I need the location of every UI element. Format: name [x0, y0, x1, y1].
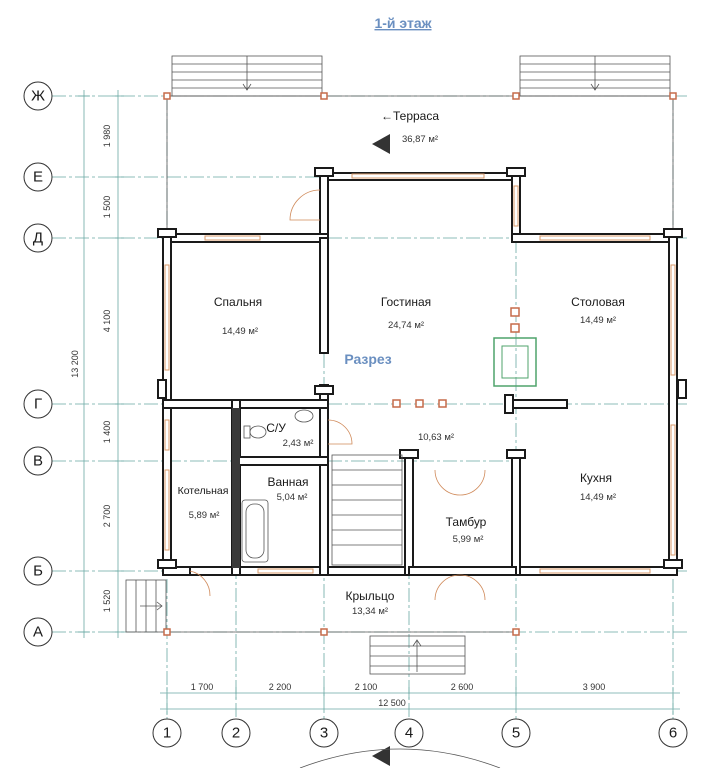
room-area-dining: 14,49 м²	[580, 315, 616, 326]
porch-outline	[163, 628, 520, 636]
row-dim-4: 1 400	[102, 421, 112, 444]
row-dim-5: 2 700	[102, 505, 112, 528]
row-dim-3: 4 100	[102, 310, 112, 333]
bottom-dimension-chain: 1 700 2 200 2 100 2 600 3 900 12 500	[160, 682, 680, 715]
room-name-bedroom: Спальня	[214, 295, 262, 309]
room-name-porch: Крыльцо	[346, 589, 395, 603]
col-axis-2: 2	[232, 725, 240, 742]
stove	[392, 307, 537, 408]
plan-title: 1-й этаж	[374, 15, 432, 31]
room-area-bath: 5,04 м²	[277, 492, 308, 503]
room-area-porch: 13,34 м²	[352, 606, 388, 617]
room-name-living: Гостиная	[381, 295, 431, 309]
room-area-vestibule: 5,99 м²	[453, 534, 484, 545]
row-axis-e: Е	[33, 169, 43, 186]
row-axis-zh: Ж	[31, 88, 45, 105]
col-dim-5: 3 900	[583, 682, 606, 692]
wc-fixtures	[243, 409, 314, 439]
room-area-wc: 2,43 м²	[283, 438, 314, 449]
row-axis-b: Б	[33, 563, 43, 580]
col-axis-3: 3	[320, 725, 328, 742]
room-name-kitchen: Кухня	[580, 471, 612, 485]
left-dimension-chain: 1 980 1 500 4 100 1 400 2 700 1 520 13 2…	[70, 90, 124, 638]
row-axis-d: Д	[33, 230, 43, 247]
partition-dark	[232, 408, 240, 568]
log-crosses	[157, 167, 687, 569]
row-axis-g: Г	[34, 396, 42, 413]
col-axis-4: 4	[405, 725, 413, 742]
room-area-terrace: 36,87 м²	[402, 134, 438, 145]
terrace-outline	[163, 92, 677, 238]
terrace-steps-right	[519, 55, 671, 97]
windows	[164, 173, 676, 574]
room-area-kitchen: 14,49 м²	[580, 492, 616, 503]
row-axis-bubbles: Ж Е Д Г В Б А	[23, 81, 53, 647]
porch-steps	[369, 635, 466, 675]
col-dim-2: 2 200	[269, 682, 292, 692]
col-dim-3: 2 100	[355, 682, 378, 692]
room-name-vestibule: Тамбур	[446, 515, 487, 529]
room-area-bedroom: 14,49 м²	[222, 326, 258, 337]
room-name-boiler: Котельная	[178, 485, 229, 497]
col-axis-bubbles: 1 2 3 4 5 6	[152, 718, 688, 748]
room-name-bath: Ванная	[267, 475, 308, 489]
side-steps	[125, 579, 167, 633]
hall-stair	[331, 454, 403, 566]
bathtub	[241, 499, 269, 563]
section-arc	[299, 748, 501, 768]
row-dim-1: 1 980	[102, 125, 112, 148]
room-name-wc: С/У	[266, 421, 286, 435]
room-name-terrace: ←Терраса	[381, 109, 439, 123]
room-area-hall: 10,63 м²	[418, 432, 454, 443]
room-name-dining: Столовая	[571, 295, 625, 309]
col-axis-6: 6	[669, 725, 677, 742]
col-dim-1: 1 700	[191, 682, 214, 692]
room-area-living: 24,74 м²	[388, 320, 424, 331]
col-axis-1: 1	[163, 725, 171, 742]
total-col-dim: 12 500	[378, 698, 406, 708]
col-dim-4: 2 600	[451, 682, 474, 692]
total-row-dim: 13 200	[70, 350, 80, 378]
col-axis-5: 5	[512, 725, 520, 742]
row-dim-6: 1 520	[102, 590, 112, 613]
doors	[189, 189, 486, 601]
section-arrow-bottom	[372, 746, 390, 766]
room-area-boiler: 5,89 м²	[189, 510, 220, 521]
row-axis-a: А	[33, 624, 43, 641]
row-axis-v: В	[33, 453, 43, 470]
terrace-steps-left	[171, 55, 323, 97]
row-dim-2: 1 500	[102, 196, 112, 219]
section-label: Разрез	[344, 351, 391, 367]
section-arrow-top	[372, 134, 390, 154]
